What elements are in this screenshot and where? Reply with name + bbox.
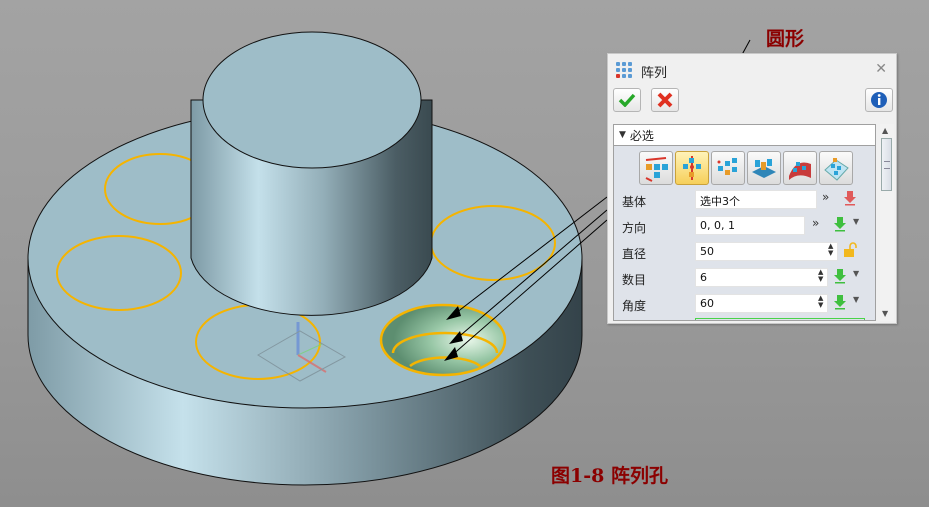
direction-label: 方向: [622, 221, 647, 235]
grip-icon: [884, 161, 890, 169]
count-field[interactable]: 6: [695, 268, 828, 287]
curve-pattern-icon: [789, 162, 811, 180]
direction-row: 方向 0, 0, 1 » ▼: [614, 213, 875, 239]
section-title: 必选: [629, 128, 654, 143]
x-icon: [657, 92, 673, 108]
pick-entity-icon[interactable]: [842, 190, 858, 206]
base-field[interactable]: 选中3个: [695, 190, 817, 209]
close-icon[interactable]: ✕: [875, 61, 887, 77]
expand-icon[interactable]: »: [812, 216, 820, 230]
point-pattern-button[interactable]: [747, 151, 781, 185]
linear-pattern-icon: [645, 157, 668, 182]
fill-pattern-button[interactable]: [819, 151, 853, 185]
checkmark-icon: [618, 93, 636, 107]
hole-outline: [56, 235, 182, 311]
angle-label: 角度: [622, 299, 647, 313]
direction-field[interactable]: 0, 0, 1: [695, 216, 805, 235]
polygon-pattern-icon: [717, 158, 737, 175]
unlock-icon[interactable]: [842, 242, 858, 258]
pick-direction-icon[interactable]: [832, 216, 848, 232]
diameter-spinner[interactable]: ▲▼: [828, 242, 834, 257]
scroll-thumb[interactable]: [881, 138, 892, 191]
info-icon: [871, 92, 887, 108]
fill-pattern-icon: [824, 158, 849, 181]
count-label: 数目: [622, 273, 647, 287]
dropdown-arrow-icon[interactable]: ▼: [853, 269, 860, 278]
circular-pattern-button[interactable]: [675, 151, 709, 185]
circular-pattern-icon: [683, 156, 701, 180]
curve-pattern-button[interactable]: [783, 151, 817, 185]
diameter-label: 直径: [622, 247, 647, 261]
expand-icon[interactable]: »: [822, 190, 830, 204]
dialog-title: 阵列: [641, 66, 668, 81]
section-header[interactable]: ▼ 必选: [614, 125, 875, 146]
dropdown-arrow-icon[interactable]: ▼: [853, 295, 860, 304]
info-button[interactable]: [865, 88, 893, 112]
pattern-mode-toolbar: [639, 151, 875, 185]
dropdown-arrow-icon[interactable]: ▼: [853, 217, 860, 226]
diameter-row: 直径 50 ▲▼: [614, 239, 875, 265]
count-spinner[interactable]: ▲▼: [818, 268, 824, 283]
dialog-header: 阵列 ✕: [608, 54, 896, 86]
angle-spinner[interactable]: ▲▼: [818, 294, 824, 309]
angle-row: 角度 60 ▲▼ ▼: [614, 291, 875, 317]
figure-caption: 图1-8 阵列孔: [551, 465, 668, 487]
scroll-up-icon[interactable]: ▲: [882, 126, 889, 135]
shape-annotation: 圆形: [766, 28, 805, 50]
base-row: 基体 选中3个 »: [614, 187, 875, 213]
pattern-icon: [616, 62, 632, 78]
pattern-dialog: 阵列 ✕ ▼ 必选: [607, 53, 897, 324]
pick-variable-icon[interactable]: [832, 268, 848, 284]
dialog-scrollbar[interactable]: ▲ ▼: [880, 124, 894, 321]
polygon-pattern-button[interactable]: [711, 151, 745, 185]
collapse-triangle-icon: ▼: [619, 130, 626, 140]
cancel-button[interactable]: [651, 88, 679, 112]
point-pattern-icon: [752, 159, 776, 178]
coordinate-triad: [257, 322, 347, 382]
pick-variable-icon[interactable]: [832, 294, 848, 310]
linear-pattern-button[interactable]: [639, 151, 673, 185]
diameter-field[interactable]: 50: [695, 242, 838, 261]
required-section: ▼ 必选 基体 选中3个 »: [613, 124, 876, 321]
angle-field[interactable]: 60: [695, 294, 828, 313]
count-row: 数目 6 ▲▼ ▼: [614, 265, 875, 291]
base-label: 基体: [622, 195, 647, 209]
ok-button[interactable]: [613, 88, 641, 112]
next-field-outline[interactable]: [695, 318, 865, 320]
scroll-down-icon[interactable]: ▼: [882, 309, 889, 318]
